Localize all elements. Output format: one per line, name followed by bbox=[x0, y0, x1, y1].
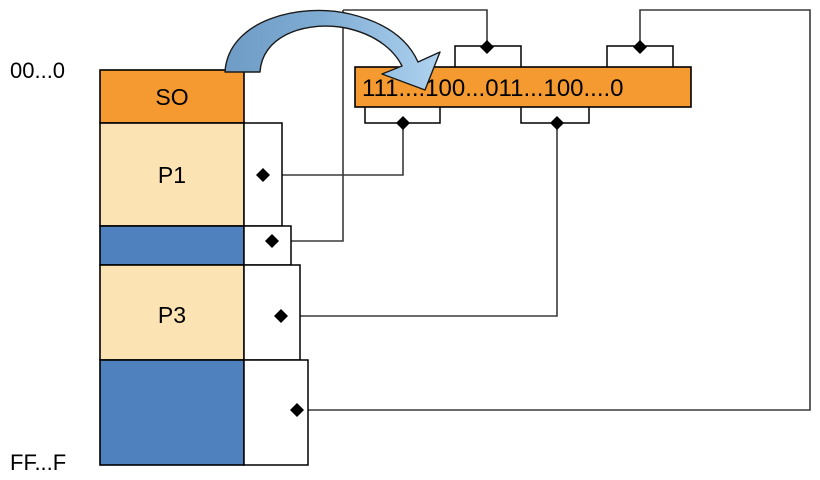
connector-wires bbox=[263, 9, 811, 411]
memory-block-4[interactable] bbox=[99, 359, 245, 466]
memory-block-0-label: SO bbox=[155, 84, 188, 110]
bracket-p3 bbox=[243, 264, 301, 361]
junction-diamonds bbox=[256, 40, 647, 417]
diamond-p3 bbox=[274, 309, 288, 323]
memory-block-0[interactable] bbox=[99, 69, 245, 124]
memory-block-1-label: P1 bbox=[158, 162, 186, 188]
memory-block-3-label: P3 bbox=[158, 302, 186, 328]
wire-top-right bbox=[283, 9, 811, 411]
diamond-tap-below-right bbox=[550, 116, 564, 130]
diamond-p1 bbox=[256, 168, 270, 182]
diamond-tap-below-left bbox=[396, 116, 410, 130]
diamond-tap-above-left bbox=[480, 40, 494, 54]
diamond-tap-above-right bbox=[633, 40, 647, 54]
diamond-blue4 bbox=[290, 403, 304, 417]
address-label-bottom: FF...F bbox=[10, 450, 66, 475]
address-label-top: 00...0 bbox=[10, 58, 65, 83]
wire-blue2 bbox=[272, 10, 344, 242]
wire-p1 bbox=[263, 120, 404, 176]
wire-top-left bbox=[343, 9, 488, 46]
memory-block-2[interactable] bbox=[99, 225, 245, 266]
memory-block-3[interactable] bbox=[99, 264, 245, 361]
memory-column bbox=[99, 69, 245, 466]
wire-p3 bbox=[281, 120, 558, 317]
diamond-blue2 bbox=[265, 234, 279, 248]
curved-mapping-arrow bbox=[224, 9, 441, 91]
bracket-blue2 bbox=[243, 225, 292, 266]
